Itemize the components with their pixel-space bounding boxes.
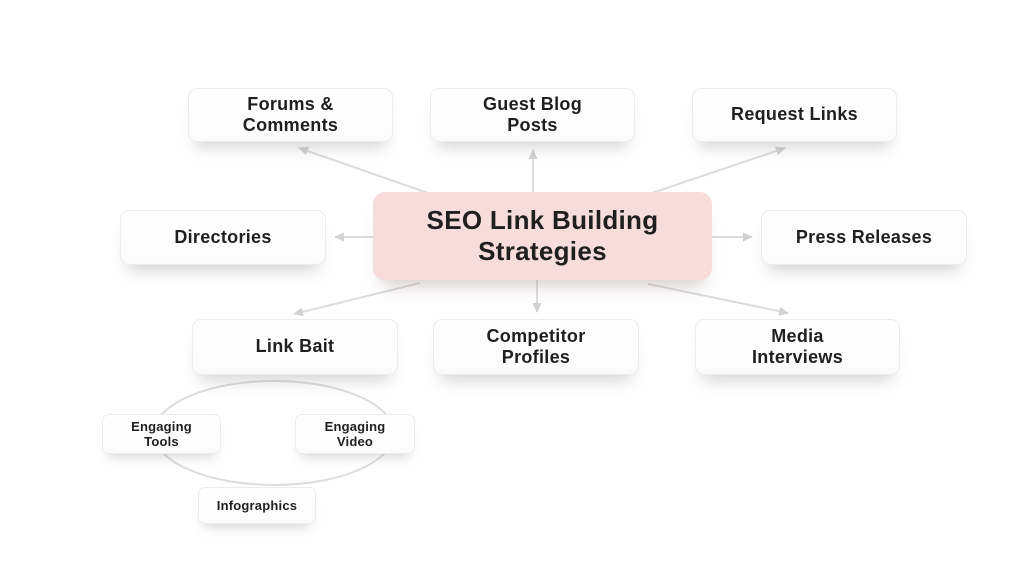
node-engaging-tools: Engaging Tools [102,414,221,454]
node-link-bait: Link Bait [192,319,398,375]
node-forums-comments: Forums & Comments [188,88,393,142]
connector-media-interviews [647,283,789,316]
node-guest-blog-posts: Guest Blog Posts [430,88,635,142]
node-press-releases: Press Releases [761,210,967,265]
connector-forums-comments [298,146,429,194]
node-media-interviews: Media Interviews [695,319,900,375]
node-infographics: Infographics [198,487,316,524]
node-request-links: Request Links [692,88,897,142]
node-center-seo-link-building: SEO Link Building Strategies [373,192,712,280]
connector-link-bait [293,282,421,317]
connector-request-links [651,146,786,194]
node-engaging-video: Engaging Video [295,414,415,454]
node-competitor-profiles: Competitor Profiles [433,319,639,375]
node-directories: Directories [120,210,326,265]
